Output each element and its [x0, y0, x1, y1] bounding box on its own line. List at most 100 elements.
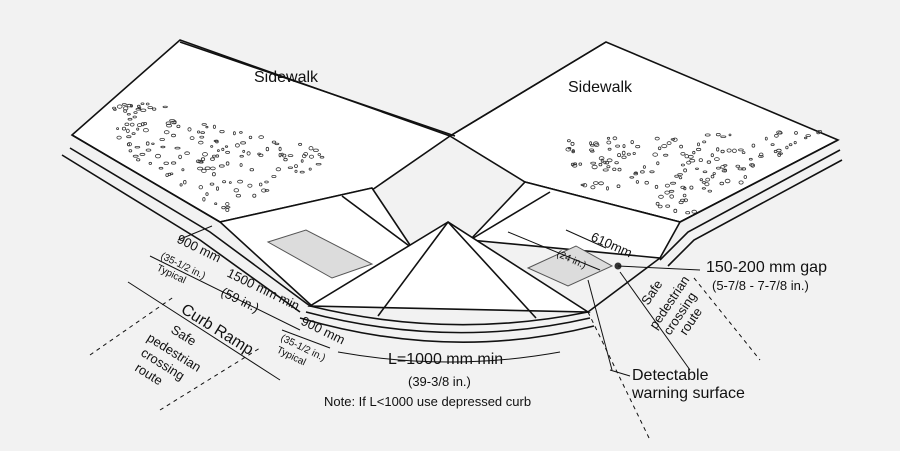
speckle [201, 123, 207, 126]
speckle [691, 209, 697, 214]
speckle [719, 181, 725, 186]
speckle [743, 175, 747, 179]
gutter-curve-1 [309, 305, 589, 326]
speckle [759, 152, 764, 157]
speckle [573, 162, 577, 166]
dash-right-2 [693, 277, 761, 361]
speckle [683, 198, 688, 203]
speckle [680, 152, 686, 156]
speckle [591, 164, 598, 170]
speckle [685, 211, 691, 215]
left-dimensions [89, 225, 331, 411]
speckle [312, 148, 319, 152]
speckle [228, 181, 232, 184]
speckle [582, 183, 588, 188]
speckle [570, 141, 575, 146]
safe-right-arrow [619, 271, 691, 371]
speckle [606, 165, 611, 169]
speckle [635, 145, 641, 149]
speckle [701, 187, 707, 190]
speckle [235, 193, 241, 198]
speckle [658, 194, 664, 199]
speckle [692, 150, 696, 155]
speckle [598, 156, 605, 161]
speckle [136, 158, 141, 162]
speckle [678, 176, 683, 180]
dim-curb-ramp-arrow [127, 281, 281, 381]
speckle [723, 168, 727, 173]
curb-left-mid [69, 147, 311, 307]
speckle [654, 184, 659, 189]
speckle [200, 131, 206, 134]
speckle [317, 153, 321, 156]
speckle [299, 170, 305, 174]
speckle [135, 107, 141, 111]
speckle [225, 201, 230, 206]
speckle [308, 154, 314, 159]
sidewalk-left-back-edge [179, 41, 456, 137]
speckle [617, 153, 622, 158]
speckle [612, 136, 618, 141]
speckle [239, 163, 243, 167]
speckle [237, 179, 244, 184]
speckle [695, 167, 699, 171]
speckle [165, 121, 172, 125]
speckle [239, 154, 244, 158]
note-label: Note: If L<1000 use depressed curb [324, 394, 531, 409]
gutter-curve-3 [299, 317, 595, 343]
dim-610-arrow [507, 231, 601, 271]
speckle [738, 148, 744, 152]
speckle [682, 193, 687, 198]
speckle [210, 166, 216, 171]
speckle [294, 169, 298, 173]
speckle [145, 102, 150, 106]
speckle [127, 117, 133, 121]
speckle [197, 166, 204, 171]
gutter-curve-2 [305, 311, 591, 334]
speckle [287, 166, 293, 169]
speckle [699, 178, 703, 182]
speckle [640, 170, 645, 174]
speckle [716, 166, 721, 170]
speckle [212, 124, 216, 129]
speckle [793, 141, 797, 145]
speckle [794, 131, 798, 135]
speckle [617, 167, 622, 172]
speckle [774, 133, 779, 138]
speckle [663, 153, 669, 157]
detectable-leader-1 [587, 279, 613, 371]
speckle [158, 166, 164, 170]
speckle [224, 145, 229, 148]
speckle [661, 144, 668, 149]
speckle [247, 183, 253, 188]
speckle [695, 147, 702, 152]
speckle [674, 174, 679, 178]
speckle [669, 194, 674, 199]
speckle [123, 109, 128, 113]
speckle [580, 183, 585, 187]
speckle [621, 150, 626, 156]
speckle [716, 147, 720, 152]
speckle [720, 149, 725, 154]
speckle [131, 132, 136, 135]
speckle [136, 127, 140, 131]
speckle [710, 153, 714, 158]
speckle [163, 130, 170, 135]
speckle [242, 149, 246, 153]
speckle [600, 158, 604, 163]
speckle [252, 193, 257, 198]
speckle [214, 202, 218, 206]
speckle [170, 133, 176, 138]
speckle [603, 160, 607, 165]
speckle [128, 149, 133, 153]
speckle [788, 143, 793, 147]
speckle [683, 168, 687, 173]
speckle [776, 130, 783, 135]
dim-900-right-label: 900 mm [299, 313, 348, 347]
speckle [198, 140, 204, 145]
speckle [770, 143, 775, 146]
speckle [622, 144, 626, 149]
speckle [679, 144, 683, 149]
speckle [680, 163, 685, 167]
